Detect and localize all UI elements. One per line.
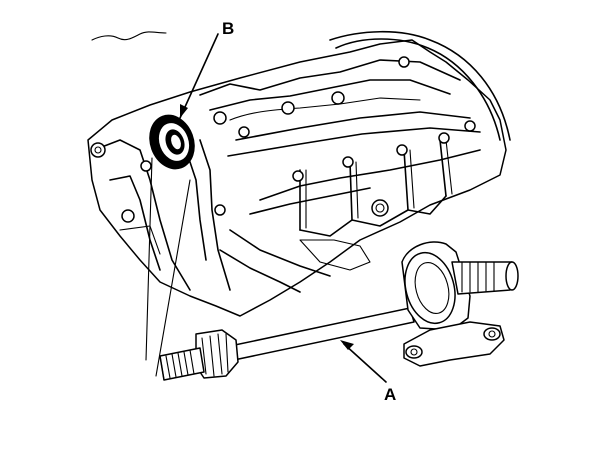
label-a: A [384, 385, 396, 404]
label-a-arrowhead [340, 340, 354, 350]
label-b: B [222, 19, 234, 38]
label-b-arrowhead [180, 104, 188, 118]
oil-seal [149, 114, 195, 170]
label-a-leader [343, 343, 387, 383]
transmission-case [87, 30, 511, 317]
guide-line-1 [145, 157, 153, 361]
intermediate-shaft [159, 241, 519, 381]
guide-line-2 [155, 179, 191, 377]
squiggle-line [91, 31, 167, 41]
label-b-leader [179, 33, 219, 119]
